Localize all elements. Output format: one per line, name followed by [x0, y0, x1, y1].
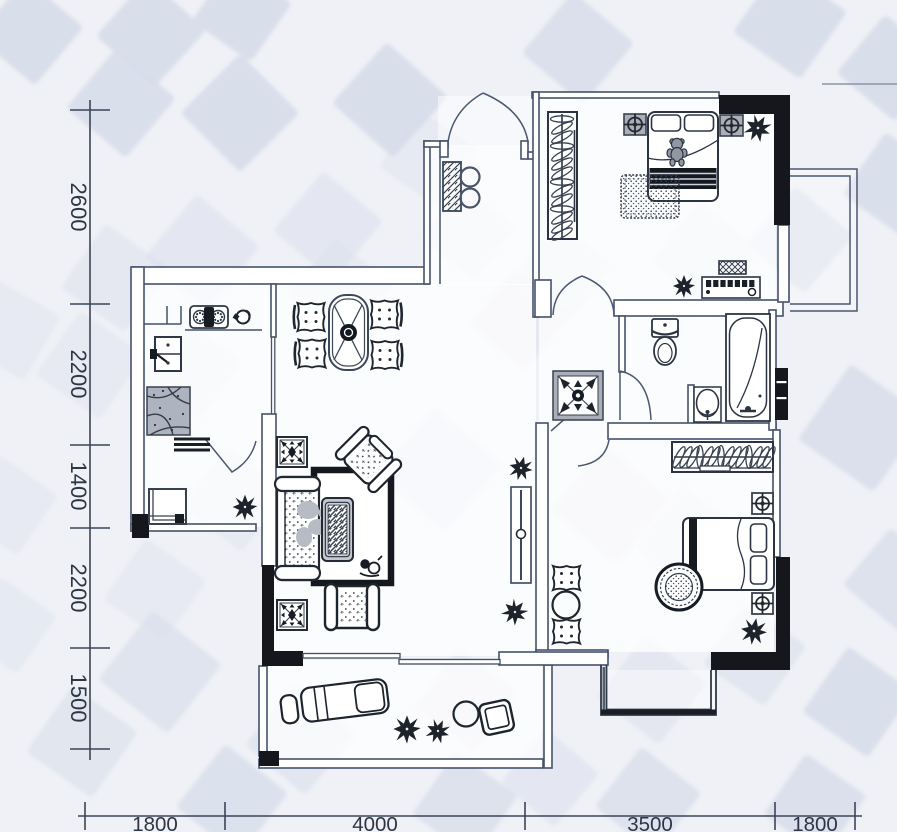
svg-text:2600: 2600: [66, 183, 91, 232]
svg-text:4000: 4000: [352, 813, 398, 832]
svg-text:3500: 3500: [627, 813, 673, 832]
svg-text:1800: 1800: [792, 813, 838, 832]
svg-text:1400: 1400: [66, 462, 91, 511]
svg-text:1500: 1500: [66, 674, 91, 723]
svg-text:2200: 2200: [66, 564, 91, 613]
svg-text:2200: 2200: [66, 350, 91, 399]
svg-text:1800: 1800: [132, 813, 178, 832]
